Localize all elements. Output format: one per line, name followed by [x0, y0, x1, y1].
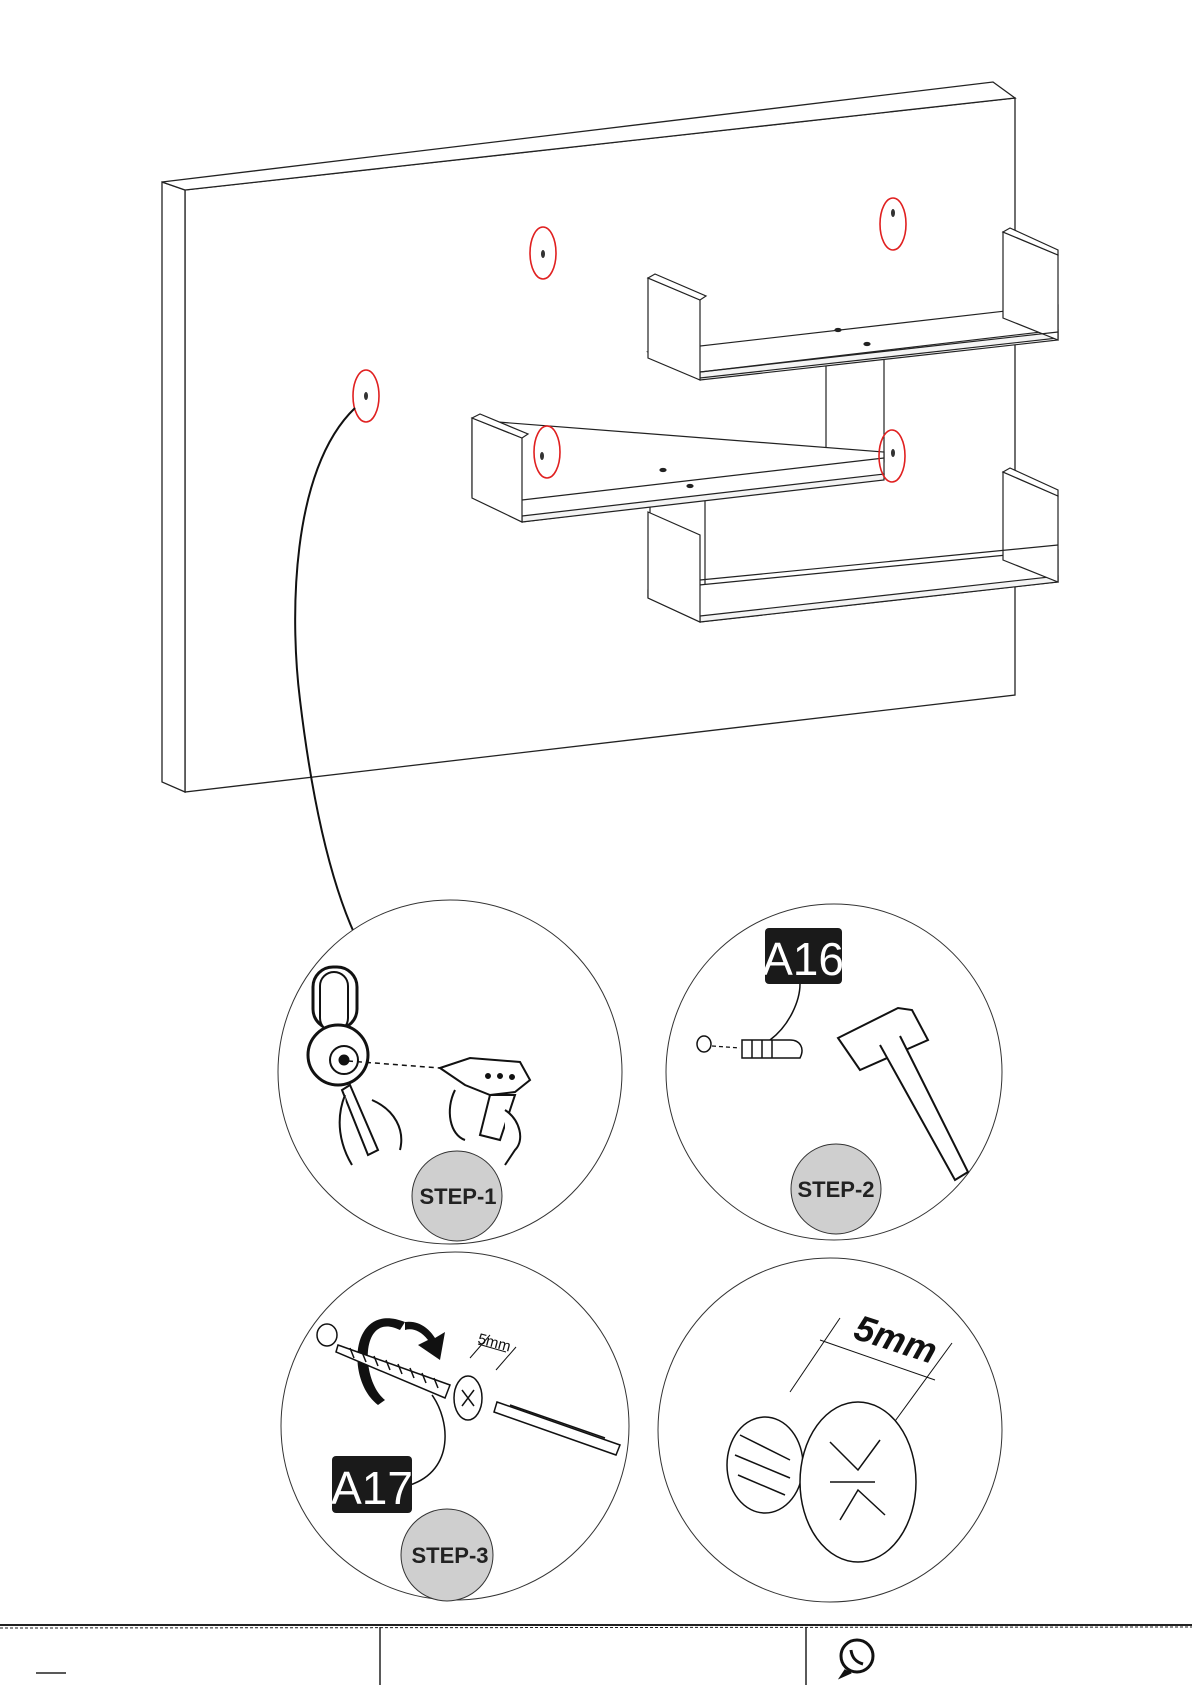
screw-detail-panel: 5mm [658, 1258, 1002, 1602]
part-code: A16 [762, 933, 844, 985]
whatsapp-icon [841, 1640, 873, 1676]
footer-bar [0, 1625, 1192, 1685]
step-3-panel: 5mm A17 STEP-3 [281, 1252, 629, 1601]
part-code: A17 [331, 1462, 413, 1514]
wall-plug-icon [742, 1040, 802, 1058]
step-label: STEP-2 [797, 1177, 874, 1202]
step-label: STEP-1 [419, 1184, 496, 1209]
step-2-panel: A16 STEP-2 [666, 904, 1002, 1240]
step-label: STEP-3 [411, 1543, 488, 1568]
step-1-panel: STEP-1 [278, 900, 622, 1244]
